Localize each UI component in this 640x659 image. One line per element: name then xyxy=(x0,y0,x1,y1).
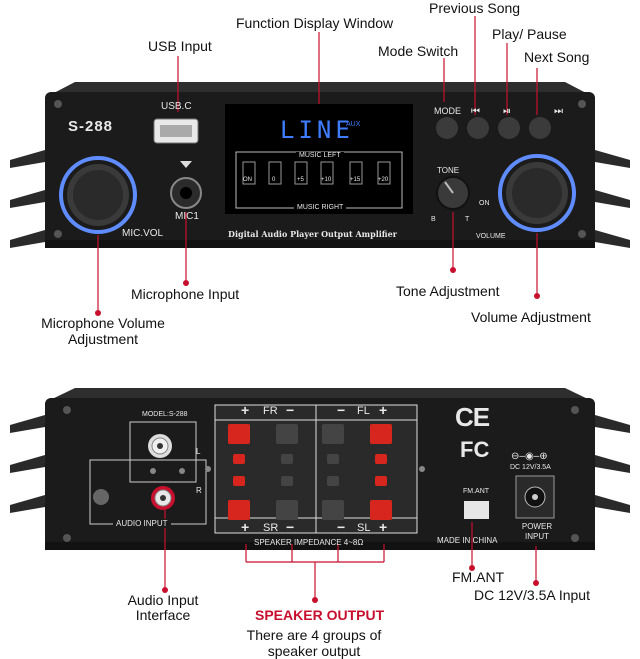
callout-audio-input-interface: Audio Input Interface xyxy=(127,592,199,623)
callout-microphone-input: Microphone Input xyxy=(131,286,240,302)
sl-plus: + xyxy=(379,519,388,535)
callout-speaker-output-title: SPEAKER OUTPUT xyxy=(255,607,385,623)
next-button-shape xyxy=(529,117,551,139)
dc-polarity-icon: ⊖–◉–⊕ xyxy=(511,451,548,462)
fl-minus: − xyxy=(337,402,346,418)
display-window xyxy=(225,104,413,214)
power-spec-label: DC 12V/3.5A xyxy=(510,464,551,471)
display-subtext: AUX xyxy=(346,121,361,128)
chassis-top xyxy=(50,82,590,95)
level-mark: +20 xyxy=(378,177,389,183)
ce-mark: CE xyxy=(455,402,490,432)
fl-plus: + xyxy=(379,402,388,418)
callout-next-song: Next Song xyxy=(524,49,590,65)
fl-label: FL xyxy=(357,405,370,417)
mode-button-shape xyxy=(436,117,458,139)
level-mark: ON xyxy=(243,177,252,183)
sr-minus: − xyxy=(286,519,295,535)
rca-left-label: L xyxy=(196,447,201,456)
fc-mark: FC xyxy=(460,437,490,462)
fr-label: FR xyxy=(263,405,278,417)
music-left-label: MUSIC LEFT xyxy=(296,152,344,159)
impedance-label: SPEAKER IMPEDANCE 4~8Ω xyxy=(254,538,364,547)
power-input-label: POWER INPUT xyxy=(521,522,553,541)
sr-plus: + xyxy=(241,519,250,535)
previous-icon: ⏮ xyxy=(471,106,480,117)
volume-label: VOLUME xyxy=(476,233,506,240)
tone-label: TONE xyxy=(437,166,460,175)
fm-ant-connector xyxy=(464,501,489,519)
callout-speaker-output-desc: There are 4 groups of speaker output xyxy=(246,627,382,659)
next-icon: ⏭ xyxy=(554,106,563,117)
heatsink-fins-right xyxy=(595,150,630,248)
sl-minus: − xyxy=(337,519,346,535)
play-button-shape xyxy=(498,117,520,139)
level-mark: +15 xyxy=(350,177,361,183)
level-mark: 0 xyxy=(272,177,276,183)
fr-plus: + xyxy=(241,402,250,418)
callout-fm-ant: FM.ANT xyxy=(452,569,505,585)
tone-bass-label: B xyxy=(431,216,436,223)
level-mark: +5 xyxy=(297,177,304,183)
mic-volume-label: MIC.VOL xyxy=(122,228,164,239)
callout-previous-song: Previous Song xyxy=(429,0,521,16)
mic-jack-label: MIC1 xyxy=(175,211,199,222)
made-in-label: MADE IN CHINA xyxy=(437,536,498,545)
music-right-label: MUSIC RIGHT xyxy=(294,204,347,211)
fm-ant-label: FM.ANT xyxy=(463,488,490,495)
rear-model-label: MODEL:S-288 xyxy=(142,411,188,418)
bottom-amplifier-illustration: MODEL:S-288 L R AUDIO INPUT + FR − − FL … xyxy=(0,350,640,659)
fr-minus: − xyxy=(286,402,295,418)
sl-label: SL xyxy=(357,522,371,534)
device-caption: Digital Audio Player Output Amplifier xyxy=(228,229,397,239)
display-text: LINE xyxy=(280,116,354,144)
mode-button-label: MODE xyxy=(434,106,461,116)
play-pause-icon: ⏯ xyxy=(503,106,511,117)
callout-volume-adjustment: Volume Adjustment xyxy=(471,309,591,325)
callout-mic-volume: Microphone Volume Adjustment xyxy=(41,315,165,347)
heatsink-fins-left xyxy=(10,150,45,248)
sr-label: SR xyxy=(263,522,279,534)
rca-right-label: R xyxy=(196,486,202,495)
audio-input-label: AUDIO INPUT xyxy=(113,519,171,528)
callout-mode-switch: Mode Switch xyxy=(378,43,459,59)
model-label: S-288 xyxy=(68,118,114,135)
callout-play-pause: Play/ Pause xyxy=(492,26,567,42)
prev-button-shape xyxy=(467,117,489,139)
tone-treble-label: T xyxy=(465,216,470,223)
top-amplifier-illustration: S-288 USB.C MIC1 MIC.VOL LINE AUX MUSIC … xyxy=(10,0,630,347)
power-on-label: ON xyxy=(479,200,490,207)
usb-port-label: USB.C xyxy=(161,101,192,112)
callout-usb-input: USB Input xyxy=(148,38,212,54)
callout-dc-input: DC 12V/3.5A Input xyxy=(474,587,590,603)
callout-function-display: Function Display Window xyxy=(236,15,394,31)
level-mark: +10 xyxy=(321,177,332,183)
callout-tone-adjustment: Tone Adjustment xyxy=(396,283,500,299)
